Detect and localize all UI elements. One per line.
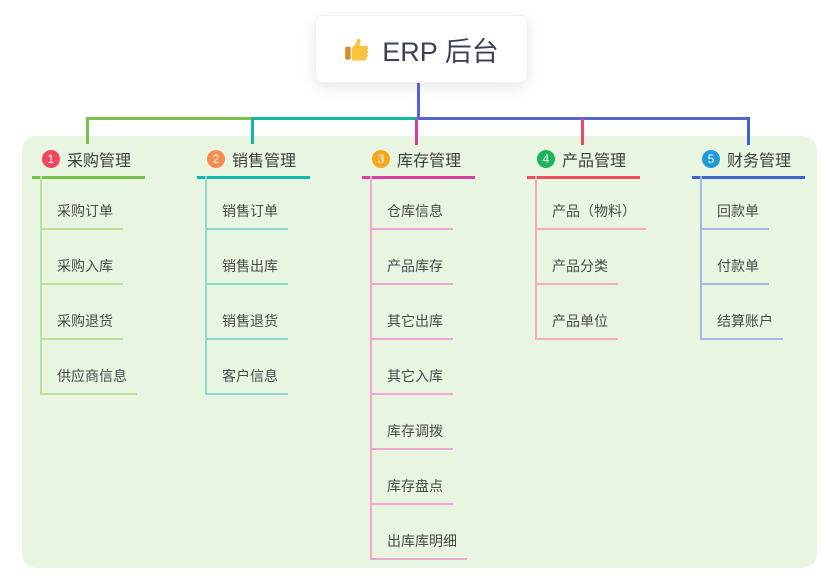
branch-spine-finance	[700, 176, 702, 340]
connector-horizontal-sales	[251, 117, 419, 120]
branch-node-product[interactable]: 4 产品管理	[527, 147, 641, 179]
connector-drop-inventory	[415, 119, 418, 145]
child-node[interactable]: 采购入库	[40, 257, 123, 285]
branch-node-inventory[interactable]: 3 库存管理	[362, 147, 476, 179]
branch-badge-1: 1	[42, 150, 60, 168]
branch-node-sales[interactable]: 2 销售管理	[197, 147, 311, 179]
branch-title: 采购管理	[67, 153, 132, 170]
child-node[interactable]: 产品分类	[535, 257, 618, 285]
connector-horizontal-finance	[417, 117, 750, 120]
child-node[interactable]: 销售出库	[205, 257, 288, 285]
connector-root-vertical	[417, 83, 420, 118]
branch-spine-product	[535, 176, 537, 340]
connector-drop-product	[581, 119, 584, 145]
branch-title: 销售管理	[232, 153, 297, 170]
branch-spine-purchase	[40, 176, 42, 395]
child-node[interactable]: 采购订单	[40, 202, 123, 230]
connector-drop-sales	[251, 117, 254, 144]
child-node[interactable]: 仓库信息	[370, 202, 453, 230]
branch-title: 财务管理	[727, 153, 792, 170]
child-node[interactable]: 产品（物料）	[535, 202, 646, 230]
child-node[interactable]: 出库库明细	[370, 532, 467, 560]
branch-spine-sales	[205, 176, 207, 395]
child-node[interactable]: 客户信息	[205, 367, 288, 395]
child-node[interactable]: 销售订单	[205, 202, 288, 230]
thumbs-up-icon	[344, 36, 371, 63]
root-title: ERP 后台	[382, 36, 499, 67]
child-node[interactable]: 销售退货	[205, 312, 288, 340]
branch-badge-2: 2	[207, 150, 225, 168]
child-node[interactable]: 采购退货	[40, 312, 123, 340]
child-node[interactable]: 付款单	[700, 257, 769, 285]
branch-node-finance[interactable]: 5 财务管理	[692, 147, 806, 179]
branch-badge-4: 4	[537, 150, 555, 168]
child-node[interactable]: 其它出库	[370, 312, 453, 340]
connector-horizontal-purchase	[86, 117, 252, 120]
branches-panel	[22, 136, 817, 568]
branch-node-purchase[interactable]: 1 采购管理	[32, 147, 146, 179]
child-node[interactable]: 其它入库	[370, 367, 453, 395]
branch-spine-inventory	[370, 176, 372, 560]
child-node[interactable]: 库存盘点	[370, 477, 453, 505]
root-node[interactable]: ERP 后台	[315, 15, 528, 83]
connector-drop-finance	[747, 117, 750, 145]
child-node[interactable]: 供应商信息	[40, 367, 137, 395]
child-node[interactable]: 产品库存	[370, 257, 453, 285]
branch-title: 库存管理	[397, 153, 462, 170]
connector-drop-purchase	[86, 117, 89, 144]
branch-badge-3: 3	[372, 150, 390, 168]
branch-title: 产品管理	[562, 153, 627, 170]
child-node[interactable]: 回款单	[700, 202, 769, 230]
branch-badge-5: 5	[702, 150, 720, 168]
child-node[interactable]: 产品单位	[535, 312, 618, 340]
child-node[interactable]: 库存调拨	[370, 422, 453, 450]
child-node[interactable]: 结算账户	[700, 312, 783, 340]
